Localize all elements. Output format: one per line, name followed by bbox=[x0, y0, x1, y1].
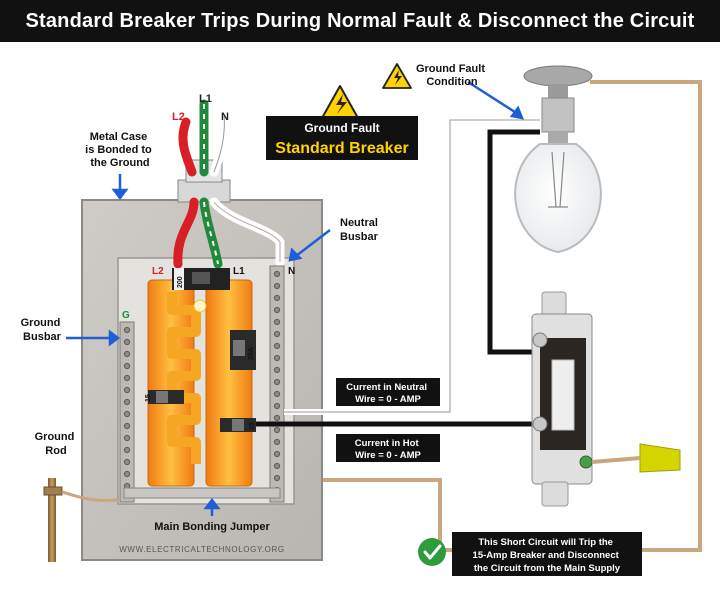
breaker-20a bbox=[230, 330, 256, 370]
busbar-screw bbox=[123, 350, 131, 358]
breaker-20a-label: 20A bbox=[248, 347, 255, 360]
light-bulb-icon bbox=[514, 65, 602, 254]
busbar-screw bbox=[123, 374, 131, 382]
busbar-screw bbox=[123, 446, 131, 454]
busbar-screw bbox=[273, 366, 281, 374]
wiring-diagram: L1 L2 N Metal Case is Bonded to the Grou… bbox=[21, 63, 702, 576]
bus-lamp-icon bbox=[193, 299, 207, 313]
neutral-wire-run bbox=[284, 117, 540, 415]
main-bonding-jumper-label: Main Bonding Jumper bbox=[154, 521, 270, 533]
busbar-screw bbox=[123, 362, 131, 370]
busbar-screw bbox=[273, 462, 281, 470]
watermark: WWW.ELECTRICALTECHNOLOGY.ORG bbox=[119, 545, 284, 554]
breaker-15-right-label: 15 bbox=[249, 422, 256, 430]
breaker-200-label: 200 bbox=[177, 276, 184, 288]
busbar-screws bbox=[123, 270, 281, 494]
busbar-screw bbox=[123, 470, 131, 478]
busbar-screw bbox=[273, 474, 281, 482]
standard-breaker-label: Standard Breaker bbox=[275, 140, 408, 157]
breaker-15-left-label: 15 bbox=[145, 394, 152, 402]
callout-arrows bbox=[66, 80, 525, 516]
l1-top-label: L1 bbox=[199, 93, 212, 105]
busbar-screw bbox=[273, 282, 281, 290]
hot-current-callout: Current in Hot Wire = 0 - AMP bbox=[336, 434, 440, 462]
busbar-screw bbox=[123, 386, 131, 394]
ground-rod-label: Ground Rod bbox=[35, 431, 78, 457]
l2-top-label: L2 bbox=[172, 111, 185, 123]
ground-fault-condition-label: Ground Fault Condition bbox=[416, 63, 488, 88]
hot-wire-run bbox=[256, 129, 540, 427]
busbar-screw bbox=[273, 378, 281, 386]
busbar-screw bbox=[273, 414, 281, 422]
trip-note: This Short Circuit will Trip the 15-Amp … bbox=[452, 532, 642, 576]
busbar-screw bbox=[273, 402, 281, 410]
main-breaker bbox=[172, 268, 230, 290]
busbar-screw bbox=[123, 422, 131, 430]
ground-rod bbox=[43, 478, 119, 562]
warning-triangle-icon bbox=[321, 85, 359, 119]
n-top-label: N bbox=[221, 111, 229, 123]
svg-text:This Short Circuit will Trip t: This Short Circuit will Trip the 15-Amp … bbox=[473, 537, 622, 574]
busbar-screw bbox=[273, 354, 281, 362]
busbar-screw bbox=[273, 450, 281, 458]
panel-n-label: N bbox=[288, 266, 295, 277]
busbar-screw bbox=[273, 270, 281, 278]
neutral-busbar-label: Neutral Busbar bbox=[340, 217, 381, 243]
panel-g-label: G bbox=[122, 310, 130, 321]
busbar-screw bbox=[123, 434, 131, 442]
metal-case-label: Metal Case is Bonded to the Ground bbox=[85, 131, 155, 169]
busbar-screw bbox=[123, 326, 131, 334]
warning-triangle-icon bbox=[382, 63, 412, 89]
svg-text:Current in Hot Wire = 0: Current in Hot Wire = 0 - AMP bbox=[355, 438, 422, 461]
busbar-screw bbox=[273, 306, 281, 314]
wire-nut-icon bbox=[591, 443, 681, 473]
breaker-15-right bbox=[220, 418, 256, 432]
busbar-screw bbox=[273, 330, 281, 338]
breaker-15-left bbox=[148, 390, 184, 404]
ground-fault-callout: Ground Fault Standard Breaker bbox=[266, 116, 418, 160]
busbar-screw bbox=[273, 318, 281, 326]
busbar-screw bbox=[273, 438, 281, 446]
busbar-screw bbox=[123, 398, 131, 406]
panel-l1-label: L1 bbox=[233, 266, 245, 277]
ground-busbar-label: Ground Busbar bbox=[21, 317, 64, 343]
light-switch-icon bbox=[531, 291, 593, 507]
check-circle-icon bbox=[418, 538, 446, 566]
busbar-screw bbox=[273, 342, 281, 350]
svg-text:Current in Neutral Wire: Current in Neutral Wire = 0 - AMP bbox=[346, 382, 429, 405]
busbar-screw bbox=[123, 410, 131, 418]
page-title: Standard Breaker Trips During Normal Fau… bbox=[0, 0, 720, 42]
panel-l2-label: L2 bbox=[152, 266, 164, 277]
ground-fault-label: Ground Fault bbox=[304, 121, 379, 135]
incoming-wires bbox=[173, 99, 285, 269]
neutral-current-callout: Current in Neutral Wire = 0 - AMP bbox=[336, 378, 440, 406]
busbar-screw bbox=[273, 390, 281, 398]
main-bonding-jumper bbox=[123, 487, 281, 499]
busbar-screw bbox=[273, 426, 281, 434]
busbar-screw bbox=[273, 294, 281, 302]
busbar-screw bbox=[123, 338, 131, 346]
busbar-screw bbox=[123, 458, 131, 466]
